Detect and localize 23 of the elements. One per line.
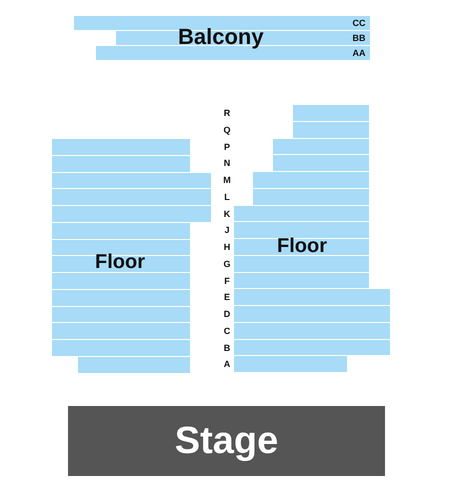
row-letter: E <box>222 292 231 302</box>
row-letter: L <box>223 192 231 202</box>
row-letter: G <box>222 258 232 269</box>
row-letter: R <box>222 108 232 118</box>
row-letter: K <box>222 208 232 218</box>
row-letter: BB <box>352 33 366 43</box>
row-letter: D <box>222 309 232 319</box>
row-letter: AA <box>352 48 366 58</box>
row-letter: N <box>222 158 232 168</box>
row-letter: J <box>223 225 230 236</box>
row-letter: M <box>222 175 232 185</box>
section-label: Balcony <box>178 24 264 50</box>
row-letter: F <box>223 276 231 286</box>
stage: Stage <box>68 406 385 476</box>
row-letter: Q <box>222 124 232 135</box>
row-letter: CC <box>352 18 366 28</box>
row-letter: A <box>222 359 232 370</box>
section-label: Floor <box>277 235 327 258</box>
row-letter: P <box>222 142 231 152</box>
row-letter: C <box>222 326 232 336</box>
row-letter: H <box>222 242 232 252</box>
row-letter: B <box>222 342 232 352</box>
section-label: Floor <box>95 251 145 274</box>
